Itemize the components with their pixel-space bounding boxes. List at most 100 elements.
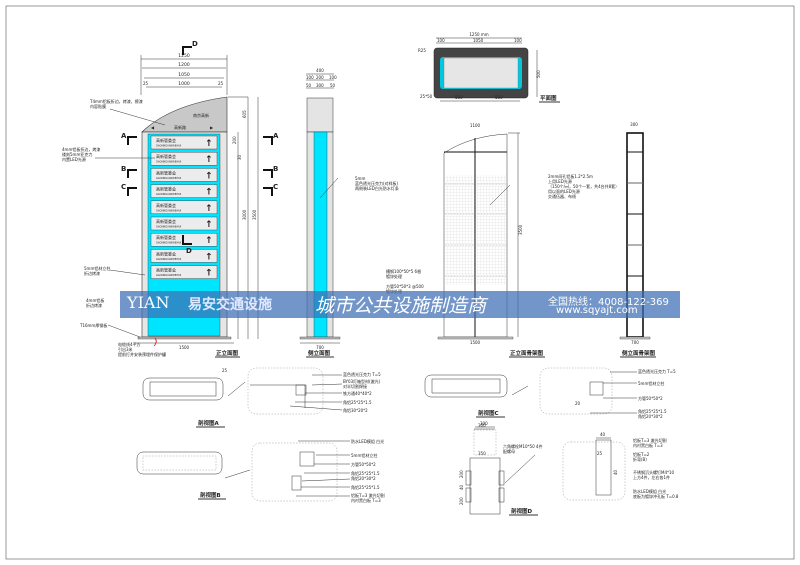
- dim-1050: 1050: [178, 72, 190, 78]
- svg-text:内容贴膜: 内容贴膜: [90, 103, 106, 109]
- road-text: 高新路: [174, 124, 186, 130]
- panel-subtitle: GAOXINGUANWEIHUI: [156, 258, 181, 261]
- panel-title: 高新管委会: [156, 186, 176, 192]
- section-b: 防水LED模组 白光 5mm铝材立柱 方管50*50*2 角铝25*25*1.5…: [136, 438, 385, 503]
- svg-text:引出3米: 引出3米: [118, 346, 133, 352]
- marker-c-right: C: [273, 183, 278, 191]
- panel-subtitle: GAOXINGUANWEIHUI: [156, 242, 181, 245]
- svg-text:折边烤漆: 折边烤漆: [86, 302, 102, 308]
- svg-text:配螺母: 配螺母: [503, 448, 515, 454]
- panel-face: [150, 249, 218, 263]
- watermark-banner: [120, 291, 680, 318]
- svg-text:角铝30*20*2: 角铝30*20*2: [343, 407, 368, 413]
- section-markers: D A A B B C C D: [121, 40, 279, 255]
- plan-title: 平面图: [540, 94, 557, 102]
- svg-text:六角螺栓M10*50 4件: 六角螺栓M10*50 4件: [503, 443, 542, 449]
- svg-text:折边烤漆: 折边烤漆: [84, 270, 100, 276]
- dim-605: 605: [242, 110, 247, 118]
- svg-text:内置LED光源: 内置LED光源: [62, 156, 86, 162]
- arrow-up-icon: ↑: [205, 220, 213, 230]
- panel-subtitle: GAOXINGUANWEIHUI: [156, 274, 181, 277]
- panel-subtitle: GAOXINGUANWEIHUI: [156, 161, 181, 164]
- panel-face: [150, 168, 218, 182]
- arrow-up-icon: ↑: [205, 236, 213, 246]
- watermark-hotline: 全国热线：4008-122-369: [548, 297, 669, 308]
- svg-text:40: 40: [613, 469, 618, 475]
- panel-face: [150, 184, 218, 198]
- dim-1200: 1200: [178, 62, 190, 68]
- panel-subtitle: GAOXINGUANWEIHUI: [156, 193, 181, 196]
- dim-1000: 1000: [178, 81, 190, 87]
- svg-text:铁方通40*40*2: 铁方通40*40*2: [343, 390, 372, 396]
- side-dim-100a: 100: [306, 75, 314, 80]
- svg-text:5mm: 5mm: [355, 176, 365, 181]
- svg-text:对半切割焊接: 对半切割焊接: [343, 383, 367, 389]
- svg-text:折弯(B): 折弯(B): [633, 456, 647, 462]
- dim-200: 200: [232, 136, 237, 144]
- svg-text:角铝20*30*2: 角铝20*30*2: [351, 475, 376, 481]
- svg-text:不锈钢沉头螺钉M4*10: 不锈钢沉头螺钉M4*10: [633, 469, 675, 475]
- panel-title: 高新管委会: [156, 169, 176, 175]
- panel-title: 高新管委会: [156, 234, 176, 240]
- svg-text:100: 100: [514, 38, 522, 43]
- marker-a-left: A: [121, 132, 127, 140]
- svg-text:1100: 1100: [470, 123, 481, 128]
- svg-text:防水LED模组 白光: 防水LED模组 白光: [351, 438, 384, 444]
- svg-text:4mm铝板折边，烤漆: 4mm铝板折边，烤漆: [62, 146, 100, 152]
- svg-text:蓝色透光压克力 T=5: 蓝色透光压克力 T=5: [343, 371, 381, 377]
- arrow-up-icon: ↑: [205, 204, 213, 214]
- front-top-dimensions: [140, 55, 228, 95]
- svg-text:300: 300: [630, 122, 638, 127]
- side-dim-400: 400: [316, 68, 324, 73]
- panel-face: [150, 135, 218, 150]
- side-dim-50b: 50: [330, 83, 336, 88]
- dim-25-right: 25: [218, 81, 224, 86]
- svg-text:电缆线4平方: 电缆线4平方: [118, 341, 141, 347]
- arrow-up-icon: ↑: [205, 269, 213, 279]
- svg-text:T4mm铝板折边，烤漆，擦漆: T4mm铝板折边，烤漆，擦漆: [89, 98, 143, 104]
- svg-text:方管50*50*2: 方管50*50*2: [638, 395, 663, 401]
- section-c-title: 剖视图C: [478, 409, 499, 417]
- panel-subtitle: GAOXINGUANWEIHUI: [156, 177, 181, 180]
- svg-text:镂刻5mm亚克力: 镂刻5mm亚克力: [62, 151, 92, 157]
- svg-text:200: 200: [459, 497, 464, 505]
- base-plate: [137, 336, 232, 340]
- watermark-brand: 易安交通设施: [188, 297, 272, 313]
- panel-subtitle: GAOXINGUANWEIHUI: [156, 226, 181, 229]
- section-b-title: 剖视图B: [200, 491, 221, 499]
- svg-text:25: 25: [597, 451, 603, 456]
- marker-a-right: A: [273, 132, 279, 140]
- panel-title: 高新管委会: [156, 137, 176, 143]
- front-elevation-title: 正立面图: [216, 349, 239, 357]
- marker-b-left: B: [121, 165, 126, 173]
- svg-text:角铝25*25*1.5: 角铝25*25*1.5: [351, 484, 380, 490]
- svg-text:角铝20*30*2: 角铝20*30*2: [638, 413, 663, 419]
- svg-text:40: 40: [600, 432, 606, 437]
- svg-text:铝板T=2: 铝板T=2: [633, 451, 650, 457]
- svg-text:5mm铝材立柱: 5mm铝材立柱: [638, 380, 664, 386]
- logo-text: 南京高新: [193, 112, 209, 118]
- svg-text:550: 550: [455, 95, 463, 100]
- svg-text:40: 40: [459, 484, 464, 490]
- section-c: 蓝色透光压克力 T=5 5mm铝材立柱 方管50*50*2 角铝25*25*1.…: [424, 367, 676, 430]
- plan-dim-total: 1250 mm: [469, 32, 488, 37]
- svg-text:上用LED光源: 上用LED光源: [548, 178, 572, 184]
- svg-text:角铝25*25*1.5: 角铝25*25*1.5: [351, 470, 380, 476]
- panel-face: [150, 216, 218, 231]
- dim-1500: 1500: [179, 345, 190, 350]
- svg-text:BY03灯箱型材(激光): BY03灯箱型材(激光): [343, 378, 381, 384]
- watermark-slogan: 城市公共设施制造商: [315, 295, 487, 317]
- svg-text:内衬黑白板 T=3: 内衬黑白板 T=3: [351, 497, 381, 503]
- panel-title: 高新管委会: [156, 267, 176, 273]
- svg-text:（150个/㎡，50个一套，共4台共8套）: （150个/㎡，50个一套，共4台共8套）: [548, 183, 619, 189]
- svg-text:4mm铝板: 4mm铝板: [86, 297, 104, 303]
- svg-text:5mm铝材立柱: 5mm铝材立柱: [351, 452, 377, 458]
